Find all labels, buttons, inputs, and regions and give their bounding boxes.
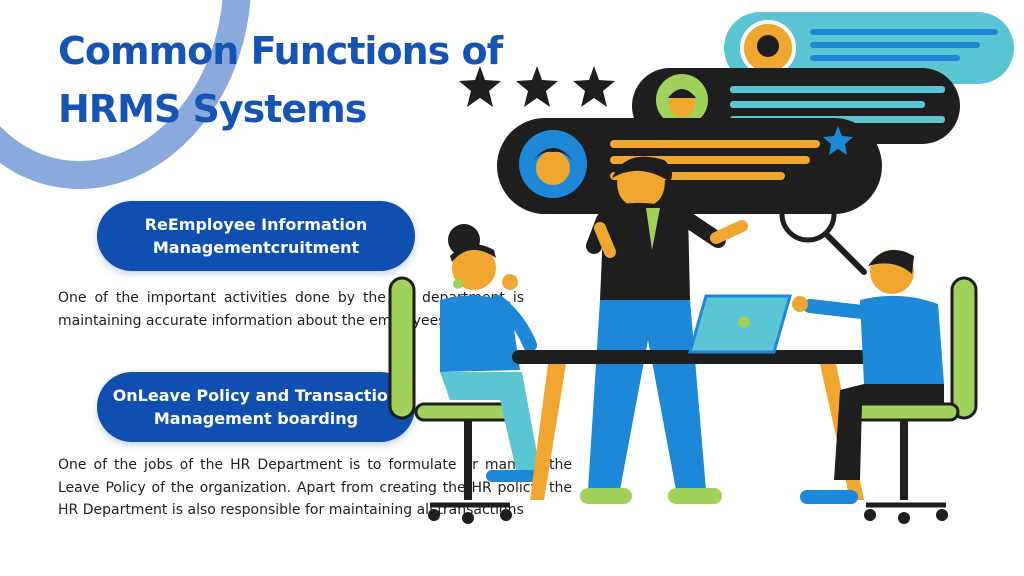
section1-heading: ReEmployee Information Managementcruitme…	[97, 201, 415, 271]
laptop-icon	[688, 294, 792, 354]
magnifier-icon	[779, 185, 867, 275]
title-line-1: Common Functions of	[58, 29, 503, 73]
standing-woman	[580, 156, 748, 504]
section2-body: One of the jobs of the HR Department is …	[58, 457, 572, 518]
title-line-2: HRMS Systems	[58, 87, 367, 131]
star-icon	[459, 66, 501, 107]
section2-heading: OnLeave Policy and Transaction Managemen…	[97, 372, 415, 442]
chair-right	[846, 276, 978, 524]
section2-heading-line-2: Management boarding	[153, 409, 359, 428]
star-icon	[823, 126, 853, 155]
seated-woman	[440, 224, 540, 482]
seated-man	[792, 249, 944, 504]
star-icon	[573, 66, 615, 107]
page-title: Common Functions of HRMS Systems	[58, 22, 578, 138]
review-card-front	[497, 118, 882, 214]
section1-heading-line-2: Managementcruitment	[152, 238, 360, 257]
section2-heading-line-1: OnLeave Policy and Transaction	[112, 386, 400, 405]
chair-left	[388, 276, 528, 524]
star-icon	[516, 66, 558, 107]
section1-heading-line-1: ReEmployee Information	[144, 215, 368, 234]
review-card-back	[724, 12, 1014, 84]
